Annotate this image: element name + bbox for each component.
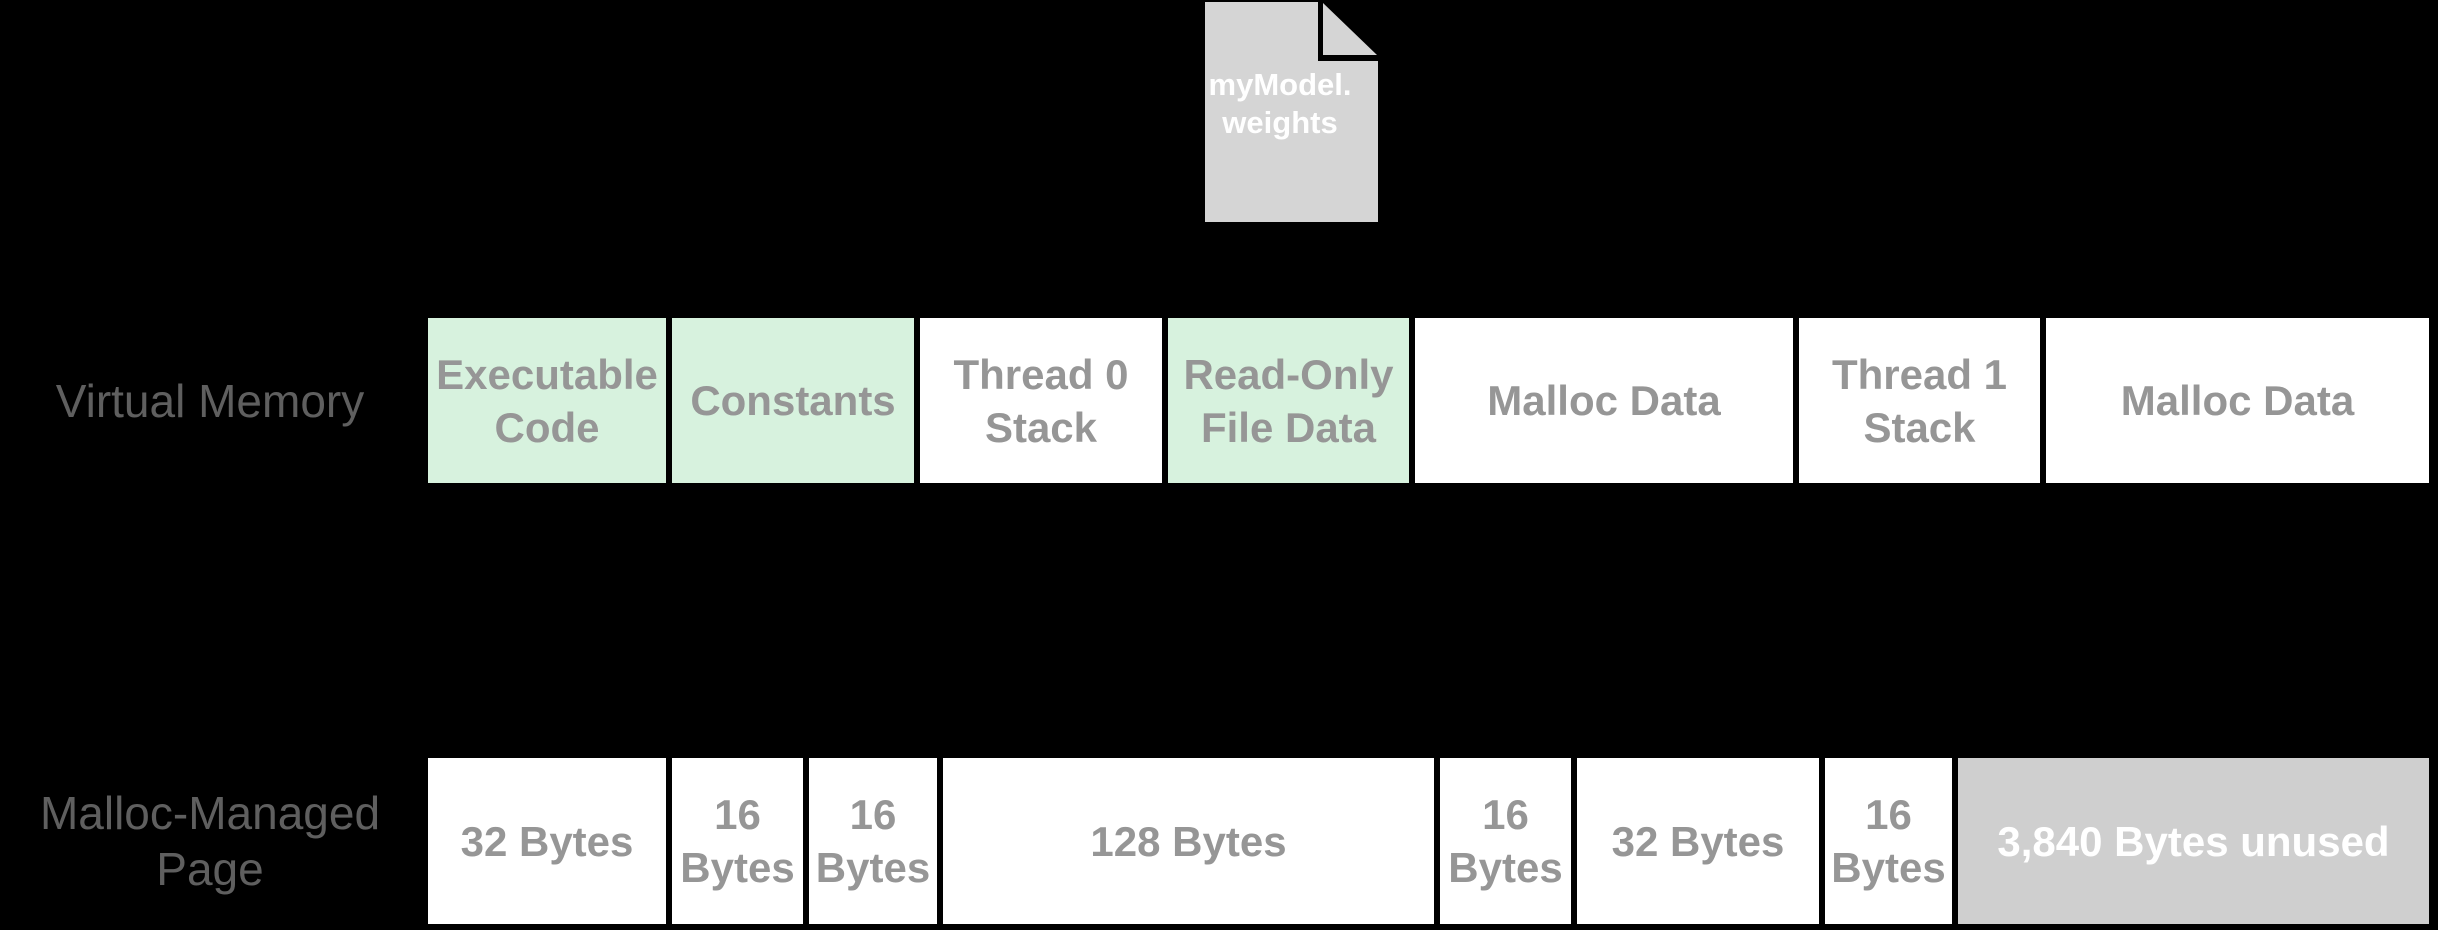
document-body: [1205, 2, 1378, 222]
mp-segment-16-bytes-1: 16 Bytes: [672, 758, 803, 924]
vm-segment-thread0-stack: Thread 0 Stack: [920, 318, 1162, 483]
virtual-memory-row: Executable Code Constants Thread 0 Stack…: [428, 318, 2429, 483]
mp-segment-16-bytes-3: 16 Bytes: [1440, 758, 1571, 924]
weights-file-icon: myModel. weights: [1205, 2, 1378, 222]
file-name-line2: weights: [1222, 105, 1338, 140]
vm-segment-malloc-data-1: Malloc Data: [1415, 318, 1793, 483]
mp-segment-32-bytes-2: 32 Bytes: [1577, 758, 1819, 924]
vm-segment-thread1-stack: Thread 1 Stack: [1799, 318, 2040, 483]
file-name-label: myModel. weights: [1205, 66, 1355, 142]
virtual-memory-row-label: Virtual Memory: [55, 374, 365, 427]
document-icon: [1205, 2, 1378, 222]
malloc-page-row: 32 Bytes 16 Bytes 16 Bytes 128 Bytes 16 …: [428, 758, 2429, 924]
malloc-page-row-label: Malloc-Managed Page: [39, 787, 381, 895]
vm-segment-readonly-file-data: Read-Only File Data: [1168, 318, 1409, 483]
mp-segment-128-bytes: 128 Bytes: [943, 758, 1434, 924]
vm-segment-constants: Constants: [672, 318, 914, 483]
vm-segment-malloc-data-2: Malloc Data: [2046, 318, 2429, 483]
mp-segment-unused-bytes: 3,840 Bytes unused: [1958, 758, 2429, 924]
file-name-line1: myModel.: [1208, 67, 1352, 102]
mp-segment-16-bytes-4: 16 Bytes: [1825, 758, 1952, 924]
document-folded-corner: [1323, 3, 1377, 55]
vm-segment-executable-code: Executable Code: [428, 318, 666, 483]
mp-segment-16-bytes-2: 16 Bytes: [809, 758, 937, 924]
mp-segment-32-bytes-1: 32 Bytes: [428, 758, 666, 924]
